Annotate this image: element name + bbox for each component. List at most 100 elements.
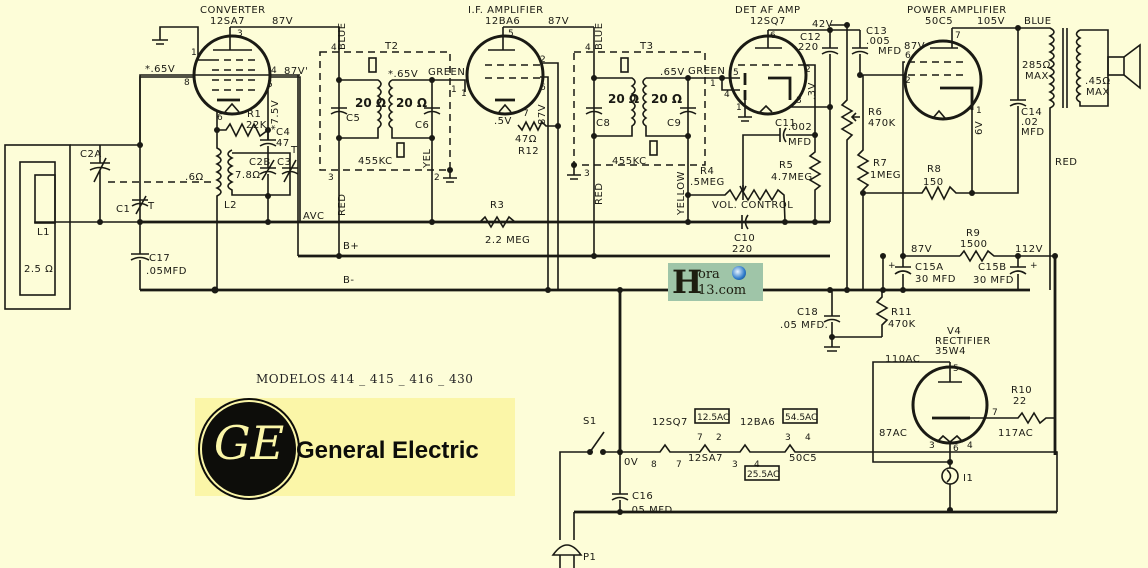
capacitor-c18: C18 .05 MFD. <box>780 290 882 352</box>
l2-label: L2 <box>224 200 237 211</box>
r5-label: R5 <box>779 160 793 171</box>
heater-12sa7: 12SA7 <box>688 453 723 464</box>
c18-label: C18 <box>797 307 818 318</box>
t3-wire-blue: BLUE <box>594 22 605 50</box>
rectifier-type: 35W4 <box>935 346 966 357</box>
output-wire-red: RED <box>1055 157 1077 168</box>
output-wire-blue: BLUE <box>1024 16 1052 27</box>
c15a-value: 30 MFD <box>915 274 956 285</box>
r4-value: .5MEG <box>690 177 725 188</box>
c15b-value: 30 MFD <box>973 275 1014 286</box>
t3-secondary-resistance: 20 Ω <box>651 92 682 106</box>
converter-pin-3: 3 <box>237 29 243 39</box>
i1-label: I1 <box>963 473 973 484</box>
tube-rectifier: V4 RECTIFIER 35W4 110AC 5 7 3 6 4 87AC 1… <box>872 326 1033 463</box>
r10-label: R10 <box>1011 385 1032 396</box>
if-amp-plate-voltage: 87V <box>548 16 569 27</box>
heater-50c5: 50C5 <box>789 453 817 464</box>
b-minus-label: B- <box>343 275 354 286</box>
l1-value: 2.5 Ω <box>24 264 53 275</box>
rectifier-pin-6: 6 <box>953 444 959 454</box>
power-amp-cathode-voltage: 6V <box>974 121 985 135</box>
capacitor-c2a: C2A <box>80 145 111 222</box>
r3-label: R3 <box>490 200 504 211</box>
c2a-label: C2A <box>80 149 102 160</box>
watermark-line1: ora <box>698 267 720 282</box>
resistor-r3: R3 2.2 MEG <box>479 200 530 246</box>
power-amp-pin-1: 1 <box>976 106 982 116</box>
t2-pin-2: 2 <box>434 173 440 183</box>
t3-pin-3: 3 <box>584 169 590 179</box>
oscillator-coil-l2: .6Ω 7.8Ω L2 <box>185 130 291 290</box>
heater-0v-label: 0V <box>624 457 638 468</box>
r8-value: 150 <box>923 177 944 188</box>
c1-trim-mark: T <box>147 201 155 212</box>
capacitor-c13: C13 .005 MFD <box>851 26 902 75</box>
t2-frequency: 455KC <box>358 156 393 167</box>
power-amp-plate-voltage: 105V <box>977 16 1005 27</box>
power-amp-title: POWER AMPLIFIER <box>907 5 1007 16</box>
r1-label: R1 <box>247 109 261 120</box>
rail-87v-label: 87V <box>911 244 932 255</box>
output-primary-note: MAX <box>1025 71 1049 82</box>
ge-monogram: GE <box>213 416 285 470</box>
converter-pin-5: 5 <box>267 80 273 90</box>
capacitor-c15b: + C15B 30 MFD <box>973 256 1038 290</box>
rectifier-pin-4: 4 <box>967 441 973 451</box>
l1-label: L1 <box>37 227 50 238</box>
resistor-r9: R9 1500 <box>959 228 1018 263</box>
c14-value: .02 <box>1021 117 1038 128</box>
if-amp-screen-voltage: 87V <box>537 104 548 125</box>
c4-label: C4 <box>276 127 290 138</box>
t3-wire-yellow: YELLOW <box>676 171 687 216</box>
t3-wire-green: GREEN <box>688 66 725 77</box>
t3-secondary-voltage: .65V <box>660 67 685 78</box>
t2-pin-1: 1 <box>451 85 457 95</box>
if-amp-pin-5: 5 <box>508 29 514 39</box>
capacitor-c2b: C2B <box>249 153 277 222</box>
c17-value: .05MFD <box>146 266 187 277</box>
watermark-logo[interactable]: H ora 13.com <box>668 263 763 301</box>
if-amp-pin-7: 7 <box>523 109 529 119</box>
r6-label: R6 <box>868 107 882 118</box>
r1-value: 22K <box>246 120 267 131</box>
heater-50c5-pin-4: 4 <box>805 433 811 443</box>
det-af-type: 12SQ7 <box>750 16 786 27</box>
power-amp-screen-voltage: 87V <box>904 41 925 52</box>
watermark-line2: 13.com <box>698 283 747 298</box>
t3-pin-1: 1 <box>710 79 716 89</box>
tube-converter: CONVERTER 12SA7 87V 3 1 8 4 5 6 *.65V 87… <box>145 5 340 130</box>
svg-text:+: + <box>1030 261 1038 271</box>
t2-primary-resistance: 20 Ω <box>355 96 386 110</box>
r12-label: R12 <box>518 146 539 157</box>
svg-text:+: + <box>888 261 896 271</box>
c11-value: .002 <box>788 122 812 133</box>
if-amp-cathode-voltage: .5V <box>494 116 512 127</box>
rectifier-pin-3: 3 <box>929 441 935 451</box>
c10-label: C10 <box>734 233 755 244</box>
l2-value-primary: .6Ω <box>185 172 204 183</box>
t2-wire-yellow: YEL <box>422 149 433 170</box>
volume-control-r4: R4 .5MEG VOL. CONTROL <box>688 166 793 223</box>
rectifier-117ac: 117AC <box>998 428 1033 439</box>
c17-label: C17 <box>149 253 170 264</box>
det-af-plate-voltage: 42V <box>812 19 833 30</box>
converter-pin-4: 4 <box>271 66 277 76</box>
power-plug-p1: P1 <box>551 544 596 568</box>
resistor-r12: 47Ω R12 <box>515 120 561 157</box>
c13-value: .005 <box>866 36 890 47</box>
power-amp-pin-6: 6 <box>905 51 911 61</box>
heater-tap-25-5ac: 25.5AC <box>747 470 779 480</box>
heater-12ba6-pin-4: 4 <box>754 460 760 470</box>
output-primary-resistance: 285Ω <box>1022 60 1051 71</box>
power-amp-type: 50C5 <box>925 16 953 27</box>
heater-12ba6: 12BA6 <box>740 417 775 428</box>
c15a-label: C15A <box>915 262 944 273</box>
c15b-label: C15B <box>978 262 1007 273</box>
converter-pin-8: 8 <box>184 78 190 88</box>
tube-if-amplifier: I.F. AMPLIFIER 12BA6 87V 5 2 6 7 1 .5V 8… <box>461 5 594 127</box>
r4-label: R4 <box>700 166 714 177</box>
c13-unit: MFD <box>878 46 902 57</box>
r11-label: R11 <box>891 307 912 318</box>
det-af-pin-6: 6 <box>770 31 776 41</box>
